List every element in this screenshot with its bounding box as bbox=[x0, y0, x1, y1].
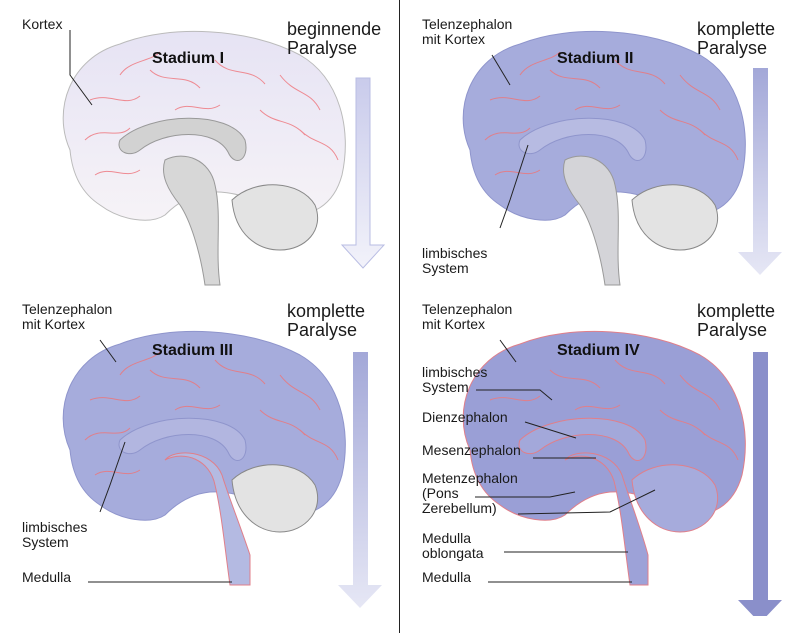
brainstem bbox=[163, 156, 220, 285]
stage-title: Stadium II bbox=[557, 50, 633, 68]
cerebellum bbox=[632, 465, 718, 532]
label-diencephalon: Dienzephalon bbox=[422, 410, 508, 425]
label-limbic-system: limbisches System bbox=[422, 365, 487, 395]
brainstem bbox=[563, 156, 620, 285]
paralysis-status: komplette Paralyse bbox=[287, 302, 365, 340]
label-limbic-system: limbisches System bbox=[422, 246, 487, 276]
label-medulla: Medulla bbox=[22, 570, 71, 585]
panel-stage-4: Telenzephalon mit Kortex limbisches Syst… bbox=[400, 300, 799, 616]
label-telencephalon: Telenzephalon mit Kortex bbox=[422, 302, 512, 332]
label-telencephalon: Telenzephalon mit Kortex bbox=[22, 302, 112, 332]
label-mesencephalon: Mesenzephalon bbox=[422, 443, 521, 458]
cerebellum bbox=[232, 465, 318, 532]
progression-arrow bbox=[738, 68, 782, 275]
label-limbic-system: limbisches System bbox=[22, 520, 87, 550]
panel-divider bbox=[399, 0, 400, 633]
label-metencephalon: Metenzephalon (Pons Zerebellum) bbox=[422, 471, 518, 516]
stage-title: Stadium I bbox=[152, 50, 224, 68]
cerebellum bbox=[232, 185, 318, 250]
paralysis-status: beginnende Paralyse bbox=[287, 20, 381, 58]
progression-arrow bbox=[338, 352, 382, 608]
stage-title: Stadium IV bbox=[557, 342, 640, 360]
progression-arrow bbox=[738, 352, 782, 616]
paralysis-status: komplette Paralyse bbox=[697, 302, 775, 340]
progression-arrow bbox=[342, 78, 384, 268]
label-medulla: Medulla bbox=[422, 570, 471, 585]
stage-title: Stadium III bbox=[152, 342, 233, 360]
label-telencephalon: Telenzephalon mit Kortex bbox=[422, 17, 512, 47]
label-cortex: Kortex bbox=[22, 17, 62, 32]
paralysis-status: komplette Paralyse bbox=[697, 20, 775, 58]
label-medulla-oblongata: Medulla oblongata bbox=[422, 531, 484, 561]
panel-stage-1: Kortex Stadium I beginnende Paralyse bbox=[0, 0, 399, 316]
panel-stage-3: Telenzephalon mit Kortex limbisches Syst… bbox=[0, 300, 399, 616]
panel-stage-2: Telenzephalon mit Kortex limbisches Syst… bbox=[400, 0, 799, 316]
cerebellum bbox=[632, 185, 718, 250]
